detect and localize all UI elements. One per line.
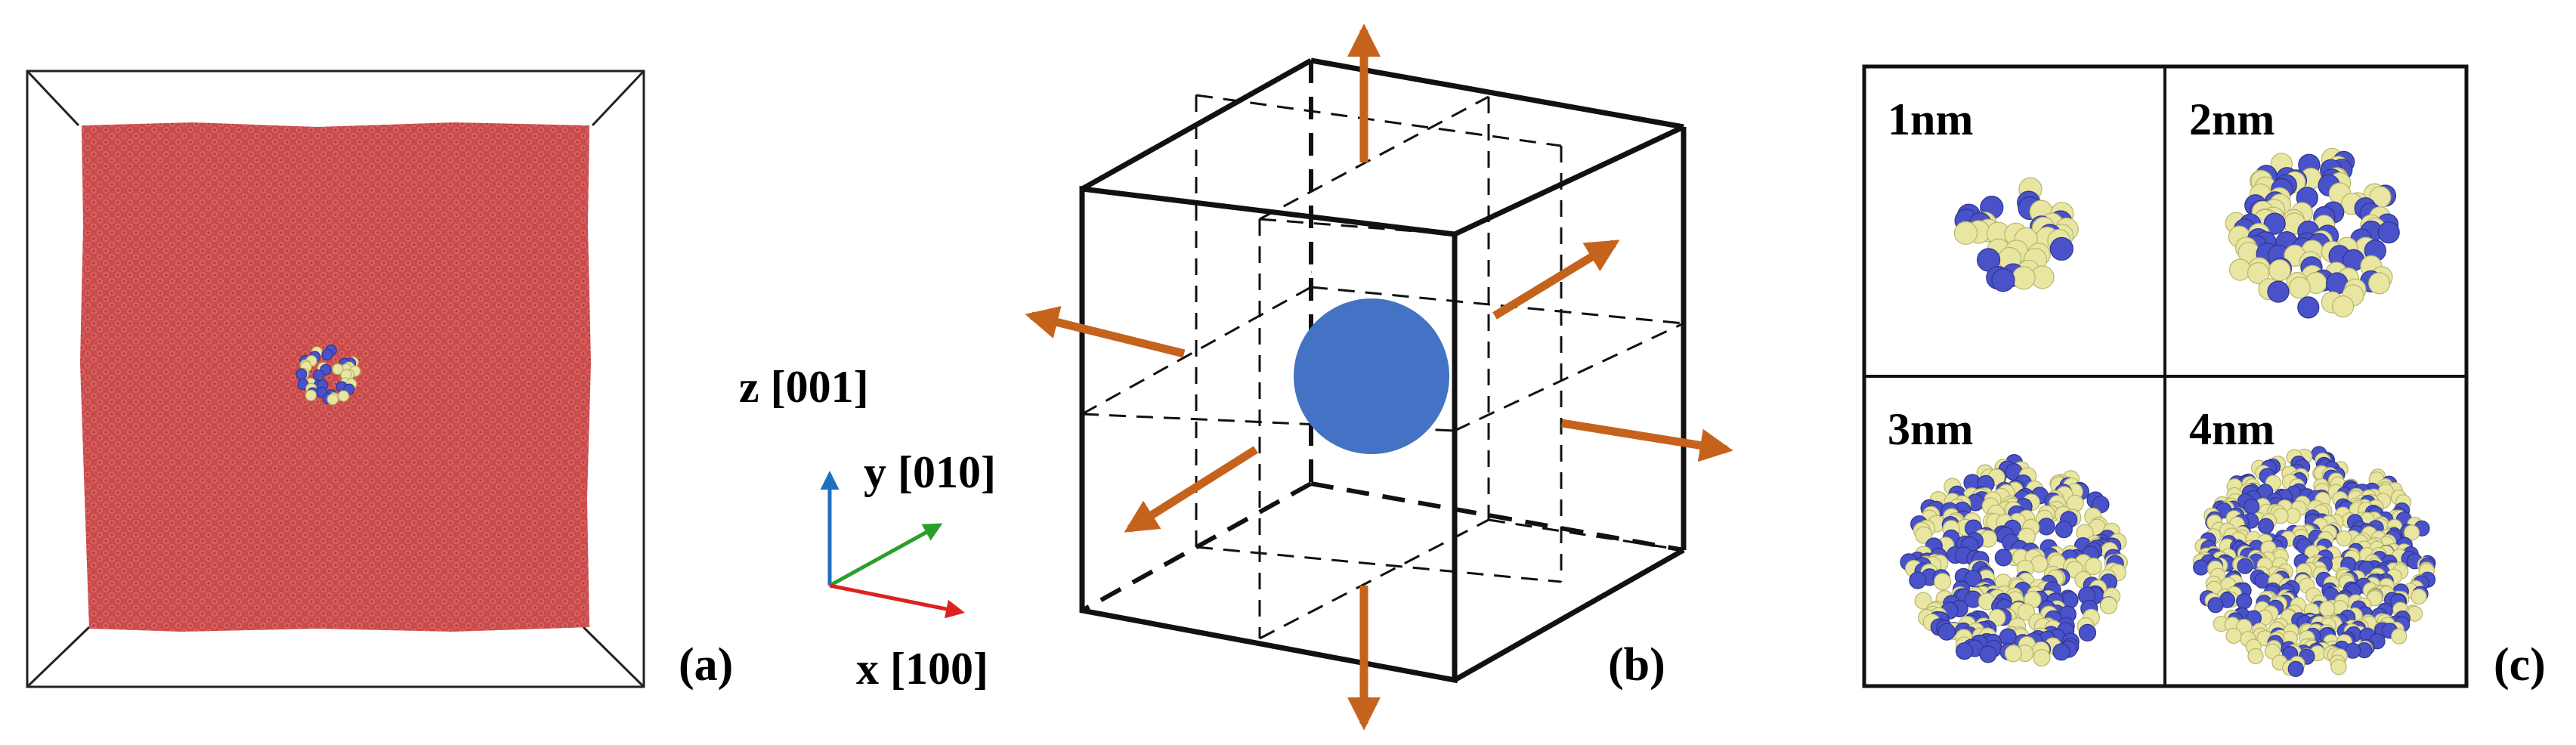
arrow-front bbox=[1124, 446, 1258, 533]
strain-arrows bbox=[1025, 23, 1733, 731]
z-axis-label: z [001] bbox=[739, 362, 869, 412]
atom bbox=[2193, 559, 2210, 576]
cell-label-4nm: 4nm bbox=[2189, 404, 2274, 454]
atom bbox=[2049, 236, 2073, 261]
atom bbox=[2225, 627, 2242, 645]
atom bbox=[2237, 558, 2253, 574]
atom bbox=[1909, 571, 1927, 589]
cell-label-2nm: 2nm bbox=[2189, 94, 2274, 144]
atom bbox=[2332, 295, 2355, 318]
box-edge bbox=[582, 626, 645, 688]
atom bbox=[2297, 296, 2320, 319]
atom bbox=[305, 389, 317, 401]
atom bbox=[1934, 573, 1952, 591]
precipitate-sphere bbox=[1294, 298, 1449, 454]
panel-c-label: (c) bbox=[2494, 639, 2546, 691]
atom bbox=[1956, 642, 1974, 660]
cube-edges bbox=[1079, 57, 1687, 684]
cluster-2nm bbox=[2225, 147, 2400, 319]
atom bbox=[2207, 597, 2224, 614]
atom bbox=[2404, 524, 2420, 541]
atom bbox=[2017, 603, 2035, 621]
atom bbox=[2268, 259, 2291, 282]
atom bbox=[2263, 212, 2286, 235]
atom bbox=[2244, 498, 2260, 515]
box-edge bbox=[26, 70, 80, 127]
atom bbox=[2264, 643, 2281, 660]
panel-b-label: (b) bbox=[1608, 639, 1665, 691]
atom bbox=[2267, 280, 2290, 303]
atom bbox=[2258, 518, 2274, 534]
atom bbox=[326, 393, 339, 406]
atom bbox=[1937, 623, 1956, 641]
atom bbox=[1994, 549, 2012, 567]
cube-hidden-edge bbox=[1310, 481, 1684, 552]
atom bbox=[2319, 601, 2336, 617]
atom bbox=[332, 363, 344, 376]
atom bbox=[2100, 596, 2118, 614]
atom bbox=[2330, 659, 2347, 675]
atom bbox=[2078, 623, 2097, 642]
cluster-3nm bbox=[1900, 453, 2128, 667]
x-axis-label: x [100] bbox=[856, 644, 988, 694]
partition-lines bbox=[1081, 94, 1684, 640]
atom bbox=[2391, 628, 2407, 645]
atom bbox=[1953, 221, 1978, 245]
atom bbox=[2288, 277, 2311, 299]
atom bbox=[1914, 592, 1932, 610]
y-axis-arrow bbox=[828, 523, 943, 588]
atom bbox=[2037, 518, 2055, 536]
atom bbox=[2247, 261, 2270, 285]
atom bbox=[2411, 588, 2427, 605]
y-axis-label: y [010] bbox=[864, 447, 996, 497]
atom bbox=[2055, 521, 2073, 539]
cell-label-3nm: 3nm bbox=[1888, 404, 1973, 454]
box-edge bbox=[26, 626, 91, 688]
atom bbox=[1979, 645, 1997, 663]
arrow-back bbox=[1492, 240, 1620, 320]
atom bbox=[1964, 570, 1982, 588]
precipitate-cluster bbox=[295, 344, 361, 406]
atom bbox=[2236, 593, 2253, 610]
atom bbox=[2052, 643, 2070, 661]
x-axis-arrow bbox=[829, 583, 965, 619]
atom bbox=[2004, 645, 2022, 663]
cluster-1nm bbox=[1953, 177, 2079, 292]
panel-c: 1nm 2nm 3nm 4nm (c) bbox=[1862, 64, 2546, 691]
cell-label-1nm: 1nm bbox=[1888, 94, 1973, 144]
atom bbox=[2368, 272, 2391, 295]
atom bbox=[1915, 526, 1933, 544]
atom bbox=[2287, 660, 2304, 678]
atom bbox=[2247, 648, 2264, 665]
atom bbox=[338, 390, 350, 402]
atom bbox=[2012, 266, 2036, 290]
atom bbox=[2345, 642, 2361, 659]
arrow-right bbox=[1561, 419, 1733, 462]
simulation-box-outer bbox=[26, 70, 645, 688]
atom bbox=[312, 369, 324, 382]
atom bbox=[2033, 648, 2051, 667]
atom bbox=[295, 368, 308, 380]
atom bbox=[2377, 221, 2400, 244]
atom bbox=[2336, 530, 2352, 547]
coordinate-axes: z [001] y [010] x [100] bbox=[739, 362, 996, 694]
panel-a-label: (a) bbox=[679, 639, 733, 691]
arrow-left bbox=[1025, 306, 1186, 358]
panel-b: (b) bbox=[1025, 23, 1733, 731]
matrix-slab bbox=[80, 122, 591, 632]
atom bbox=[321, 348, 333, 360]
atom bbox=[2228, 258, 2252, 281]
atom bbox=[1991, 268, 2015, 292]
atom bbox=[2084, 557, 2102, 576]
panel-a: (a) bbox=[26, 70, 733, 691]
cluster-4nm bbox=[2192, 446, 2436, 678]
box-edge bbox=[591, 70, 645, 127]
